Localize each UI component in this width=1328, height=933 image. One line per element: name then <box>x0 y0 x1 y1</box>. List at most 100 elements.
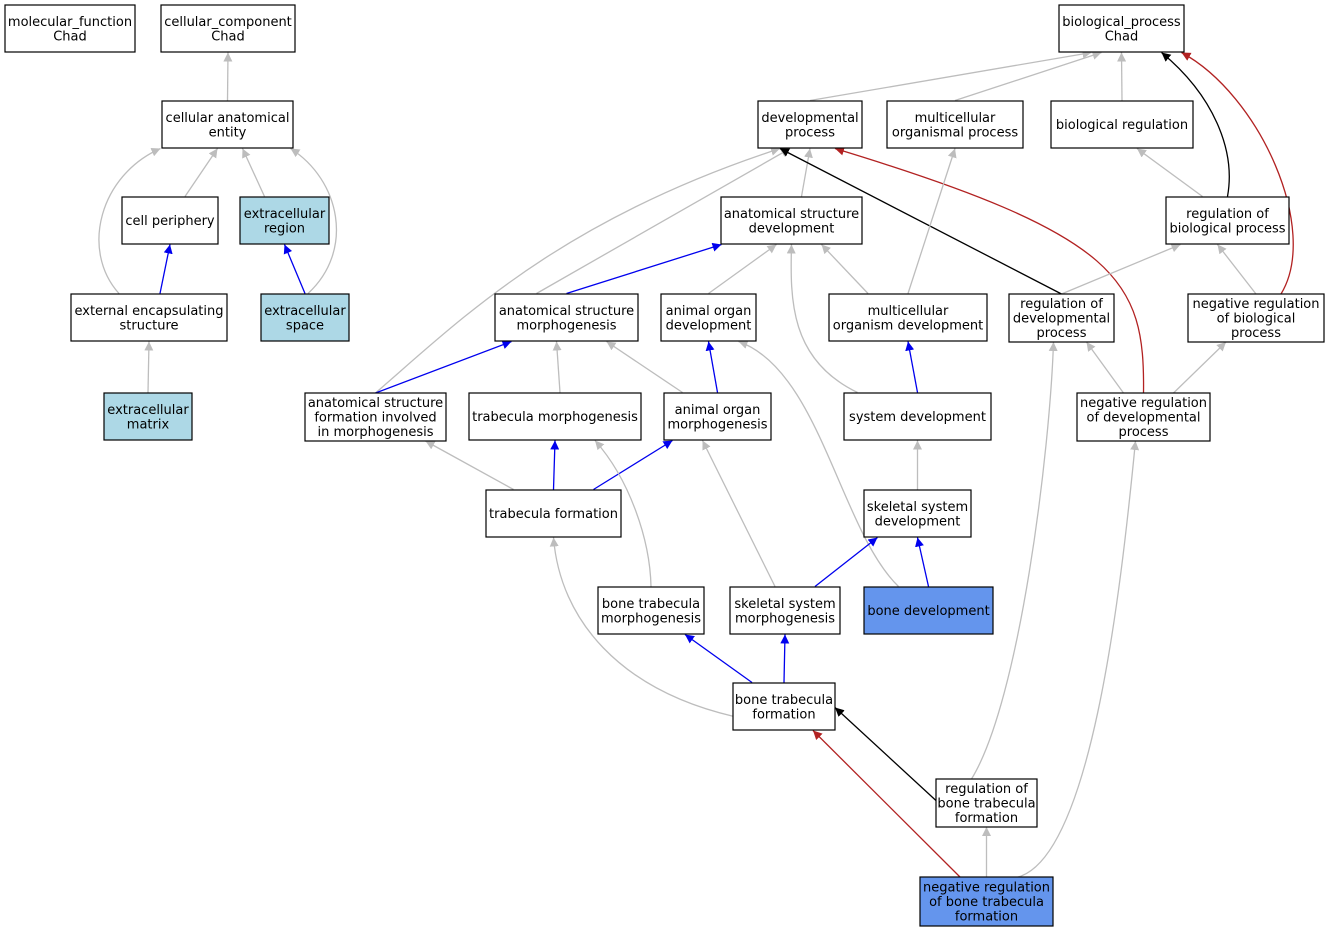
edge-negatively-regulates-nrdp-to-devp <box>834 146 1145 394</box>
node-cper[interactable]: cell periphery <box>121 196 219 245</box>
node-box <box>935 778 1038 828</box>
node-label: of biological <box>1217 312 1296 327</box>
edge-is-a-devp-to-bp <box>809 49 1092 102</box>
node-box <box>160 4 296 53</box>
node-box <box>757 100 863 149</box>
node-tm[interactable]: trabecula morphogenesis <box>468 392 642 441</box>
node-box <box>239 196 330 245</box>
node-box <box>1050 100 1194 149</box>
node-label: morphogenesis <box>601 611 701 626</box>
node-label: formation <box>955 811 1018 826</box>
node-label: anatomical structure <box>499 304 634 319</box>
node-breg[interactable]: biological regulation <box>1050 100 1194 149</box>
node-box <box>660 293 757 342</box>
node-box <box>485 489 622 538</box>
node-label: regulation of <box>1020 297 1103 312</box>
edge-is-a-ecm-to-ees <box>144 341 154 393</box>
node-box <box>70 293 228 342</box>
node-tf[interactable]: trabecula formation <box>485 489 622 538</box>
edge-line <box>1173 341 1227 394</box>
edge-regulates-rbtf-to-btf <box>834 707 937 802</box>
node-label: negative regulation <box>1192 297 1319 312</box>
node-box <box>828 293 988 342</box>
edge-is-a-tf-to-asfm <box>425 440 514 491</box>
node-label: of developmental <box>1087 411 1201 426</box>
node-label: system development <box>849 410 986 425</box>
edge-line <box>786 244 858 394</box>
edge-is-a-nrbp-to-rbp <box>1216 244 1257 295</box>
node-box <box>161 100 294 149</box>
node-box <box>663 392 772 441</box>
edge-line <box>905 341 919 393</box>
edge-line <box>223 52 233 101</box>
edge-is-a-asm-to-devp <box>536 147 791 295</box>
edge-line <box>915 537 930 587</box>
node-label: organismal process <box>892 125 1018 140</box>
node-label: process <box>1037 326 1087 341</box>
edge-regulates-rbp-to-bp <box>1161 51 1230 197</box>
node-label: multicellular <box>915 111 996 126</box>
edge-line <box>834 146 1145 394</box>
edge-part-of-btf-to-btm <box>684 633 753 684</box>
edge-part-of-bd-to-ssd <box>915 537 930 587</box>
edge-line <box>779 147 1062 295</box>
edge-is-a-btf-to-tf <box>549 537 735 718</box>
node-label: Chad <box>1105 29 1139 44</box>
edge-line <box>809 49 1092 102</box>
node-label: regulation of <box>945 782 1028 797</box>
edge-line <box>290 147 338 294</box>
node-label: development <box>875 514 961 529</box>
edge-is-a-ecs-to-cae <box>290 147 338 294</box>
edge-line <box>550 440 560 490</box>
node-bd[interactable]: bone development <box>863 586 994 635</box>
node-box <box>1058 4 1185 53</box>
node-label: negative regulation <box>923 881 1050 896</box>
edge-part-of-asfm-to-asm <box>375 340 512 394</box>
node-label: biological regulation <box>1056 118 1188 133</box>
edge-line <box>834 707 937 802</box>
edge-is-a-asd-to-devp <box>800 148 813 197</box>
node-sd[interactable]: system development <box>843 392 992 441</box>
node-label: in morphogenesis <box>317 425 433 440</box>
edge-line <box>800 148 813 197</box>
node-label: anatomical structure <box>308 396 443 411</box>
edge-part-of-ecs-to-ecr <box>283 244 306 294</box>
node-label: process <box>1231 326 1281 341</box>
edge-line <box>549 537 735 718</box>
node-label: process <box>785 125 835 140</box>
edge-is-a-tm-to-asm <box>552 341 562 393</box>
edge-line <box>98 147 161 294</box>
edge-part-of-btf-to-ssm <box>780 634 790 683</box>
node-box <box>1008 293 1115 343</box>
node-label: cell periphery <box>125 214 215 229</box>
node-box <box>919 876 1054 927</box>
